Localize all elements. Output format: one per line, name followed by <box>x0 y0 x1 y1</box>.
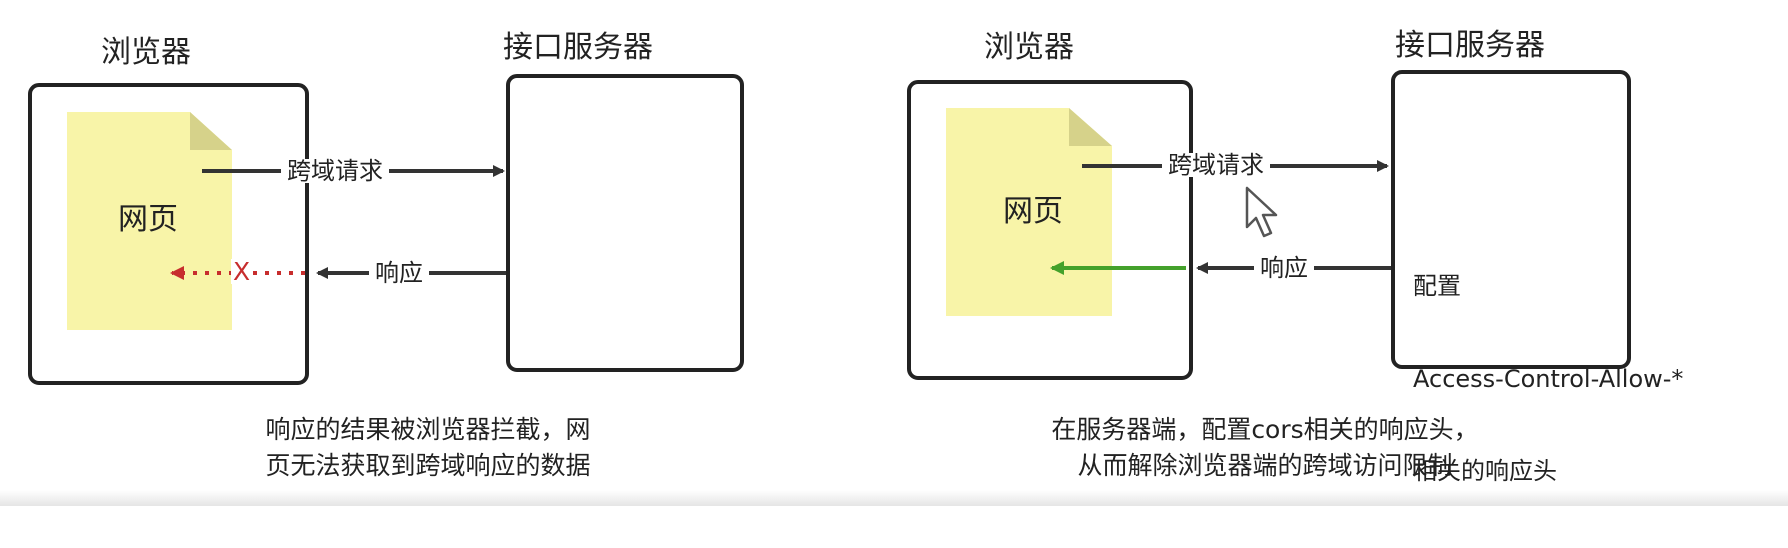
left-caption-line-1: 响应的结果被浏览器拦截，网 <box>265 415 591 444</box>
right-webpage-fold <box>1069 108 1112 146</box>
bottom-shadow-strip <box>0 490 1788 506</box>
right-server-config-line-3: 相关的响应头 <box>1413 456 1557 485</box>
right-response-label: 响应 <box>1254 256 1314 280</box>
right-browser-title: 浏览器 <box>984 30 1074 65</box>
right-webpage-document <box>946 108 1112 316</box>
right-server-config-text: 配置 Access-Control-Allow-* 相关的响应头 <box>1413 210 1683 548</box>
right-server-title: 接口服务器 <box>1395 28 1545 63</box>
left-caption: 响应的结果被浏览器拦截，网 页无法获取到跨域响应的数据 <box>209 412 647 485</box>
right-server-config-line-2: Access-Control-Allow-* <box>1413 364 1684 393</box>
right-page-label: 网页 <box>1003 194 1063 229</box>
left-response-label: 响应 <box>369 261 429 285</box>
left-server-title: 接口服务器 <box>503 30 653 65</box>
left-browser-title: 浏览器 <box>101 35 191 70</box>
right-caption-line-2: 从而解除浏览器端的跨域访问限制 <box>1077 451 1453 481</box>
left-server-box <box>506 74 744 372</box>
left-blocked-x-mark: X <box>231 257 253 286</box>
left-caption-line-2: 页无法获取到跨域响应的数据 <box>265 451 591 481</box>
left-webpage-document <box>67 112 232 330</box>
diagram-shapes <box>28 70 1631 385</box>
right-caption: 在服务器端，配置cors相关的响应头， 从而解除浏览器端的跨域访问限制 <box>1004 412 1526 485</box>
right-server-config-line-1: 配置 <box>1413 272 1461 301</box>
left-request-label: 跨域请求 <box>281 159 389 183</box>
left-webpage-fold <box>190 112 232 150</box>
mouse-cursor-icon <box>1245 186 1278 238</box>
left-page-label: 网页 <box>118 202 178 237</box>
cors-diagram-canvas: 浏览器 接口服务器 跨域请求 网页 响应 X 响应的结果被浏览器拦截，网 页无法… <box>0 28 1788 506</box>
right-request-label: 跨域请求 <box>1162 153 1270 177</box>
right-caption-line-1: 在服务器端，配置cors相关的响应头， <box>1051 415 1479 444</box>
right-server-box <box>1391 70 1631 369</box>
